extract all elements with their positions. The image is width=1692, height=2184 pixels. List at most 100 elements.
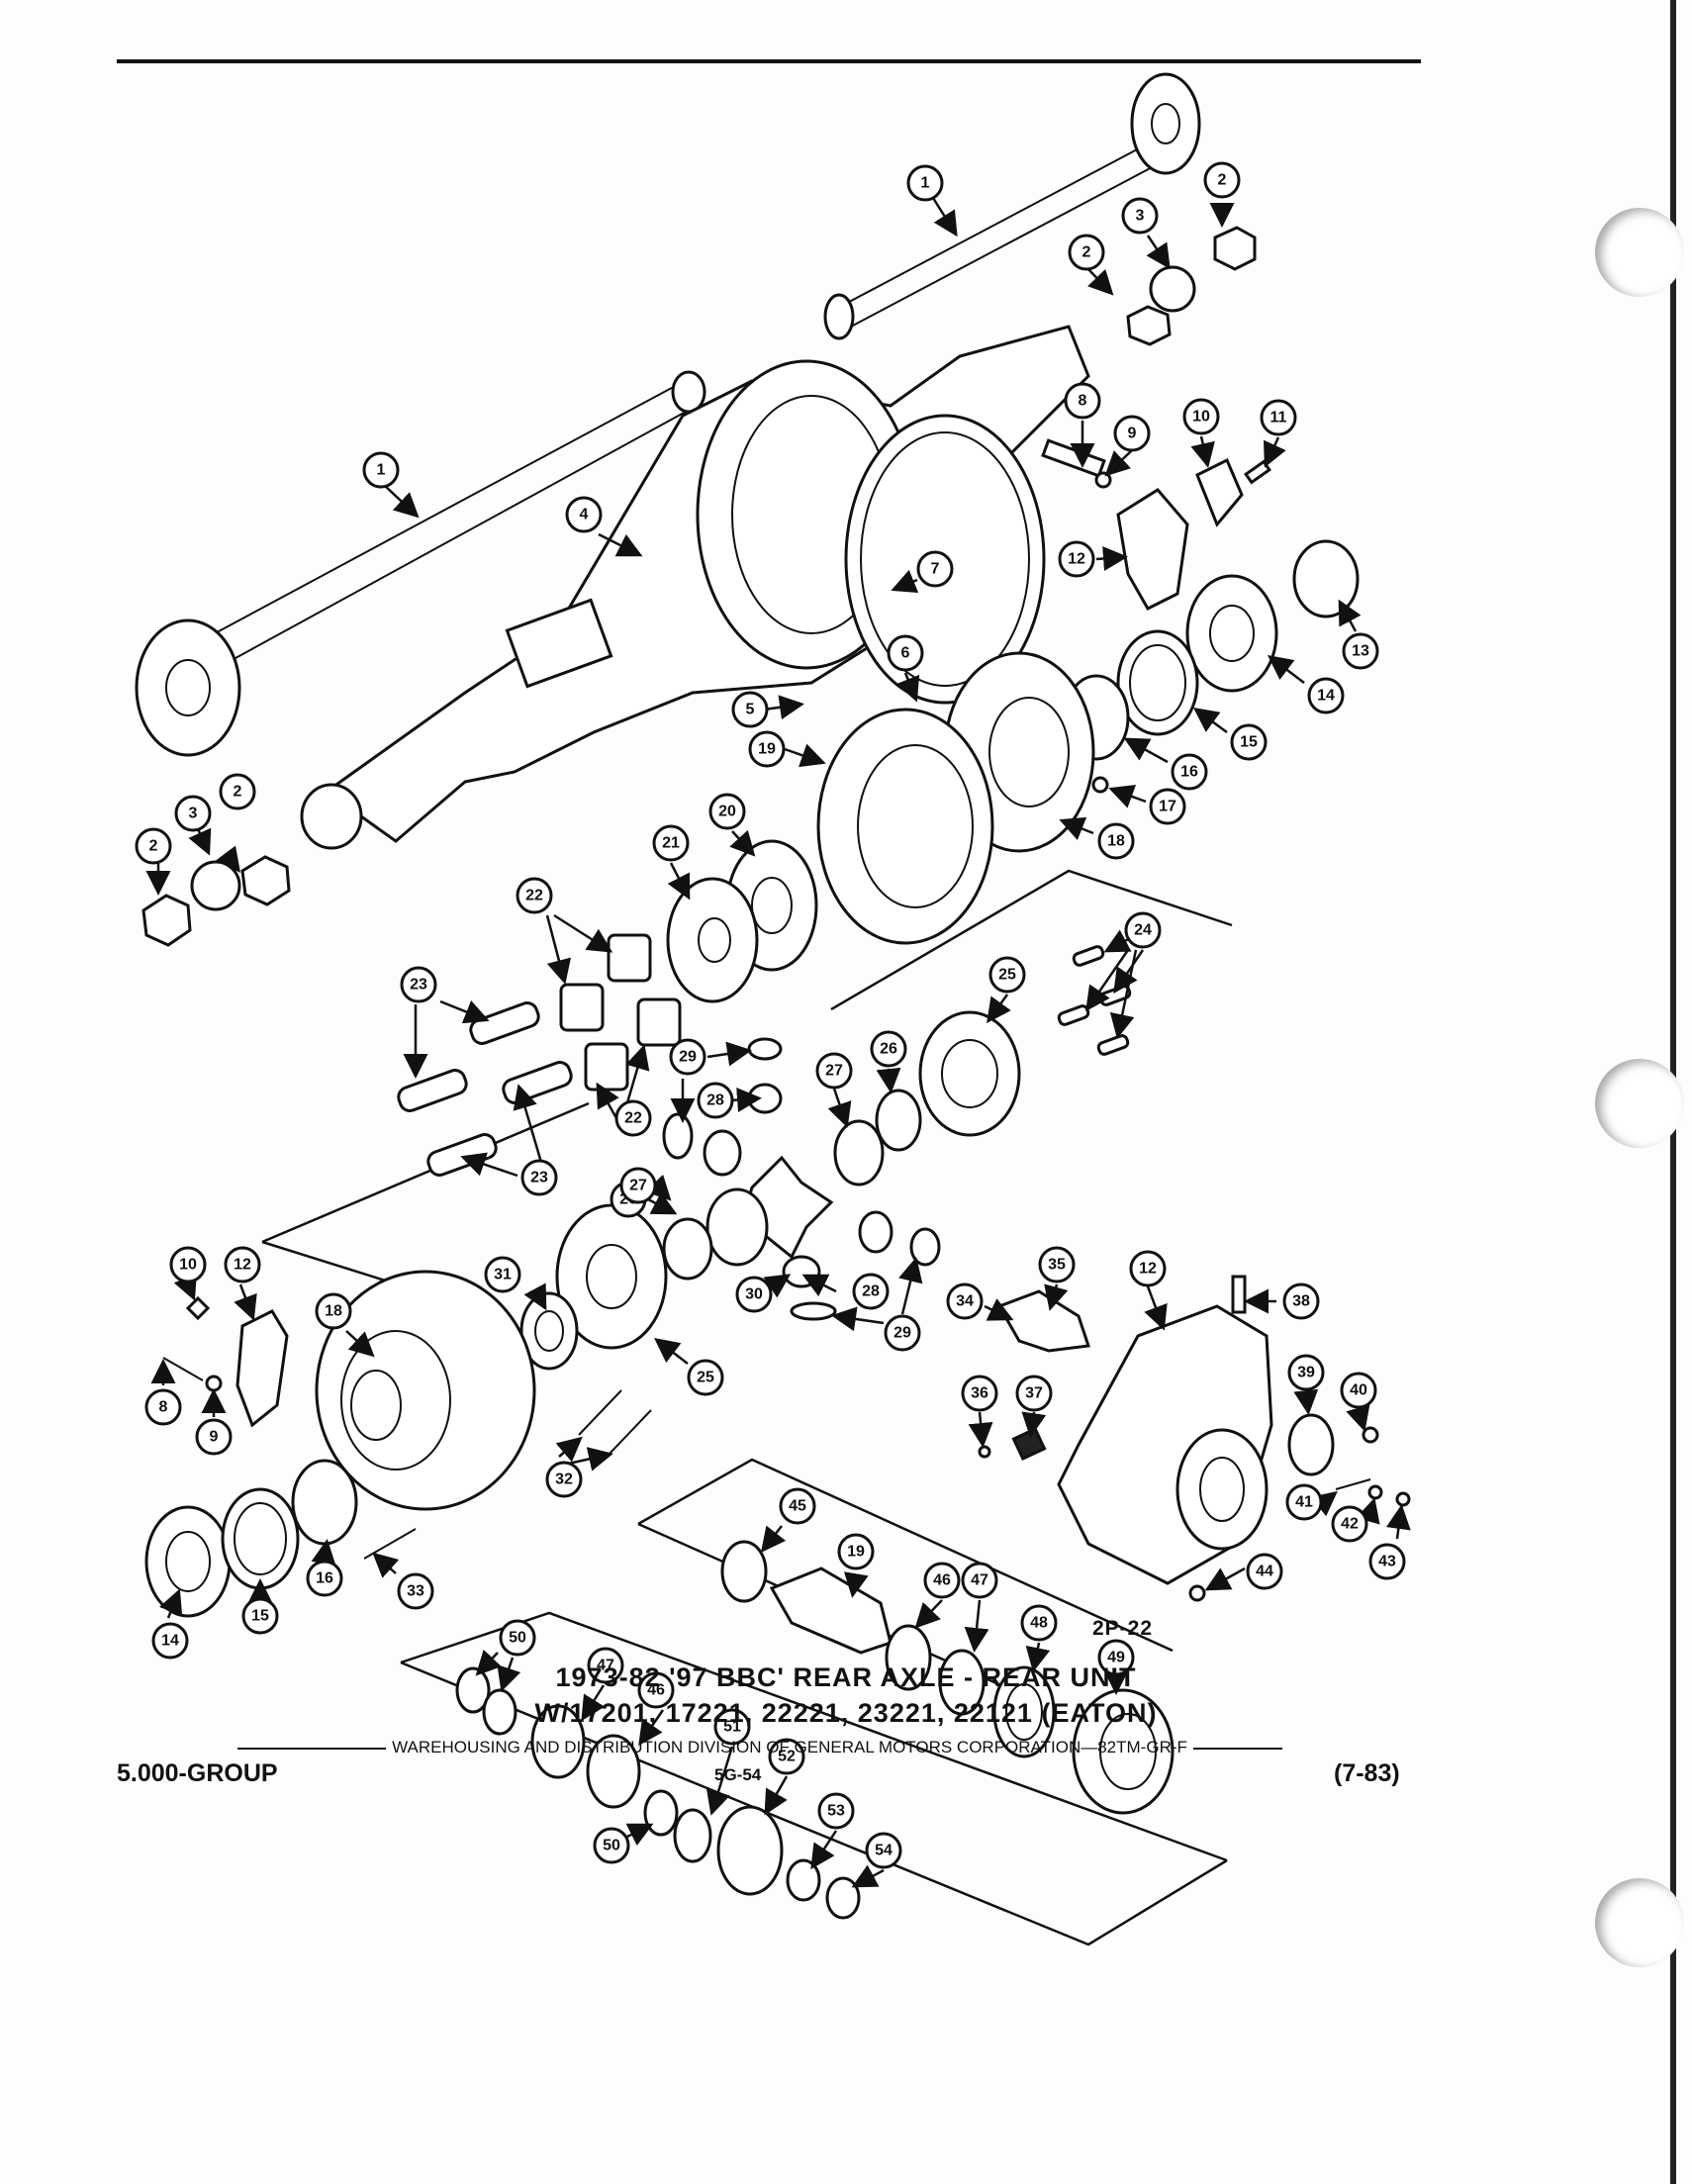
circled-number-icon [768,1738,805,1775]
callout-number: 46 [933,1572,951,1589]
circled-number-icon [697,1082,734,1119]
callout-47: 47 [587,1647,624,1684]
callout-number: 4 [580,507,589,523]
callout-12: 12 [1058,540,1095,578]
circled-number-icon [224,1246,261,1283]
callout-25: 25 [988,956,1026,994]
callout-42: 42 [1331,1505,1368,1543]
circled-number-icon [241,1597,279,1635]
callout-number: 2 [1218,172,1227,189]
callout-number: 27 [629,1178,647,1194]
circled-number-icon [362,451,400,489]
callout-28: 28 [852,1273,890,1310]
callout-number: 54 [875,1843,893,1859]
circled-number-icon [565,496,603,533]
circled-number-icon [1230,723,1268,761]
callout-3: 3 [1121,197,1159,235]
circled-number-icon [315,1292,352,1330]
callout-20: 20 [708,793,746,830]
circled-number-icon [400,966,437,1003]
callout-9: 9 [195,1418,233,1456]
callout-number: 50 [603,1838,620,1854]
callout-number: 43 [1378,1554,1396,1570]
circled-number-icon [1064,382,1101,420]
callout-15: 15 [1230,723,1268,761]
callout-2: 2 [135,827,172,865]
circled-number-icon [1182,398,1220,435]
callout-39: 39 [1287,1354,1325,1391]
circled-number-icon [1331,1505,1368,1543]
callout-37: 37 [1015,1375,1053,1412]
callout-number: 3 [189,806,198,822]
callout-number: 14 [1317,688,1335,705]
callout-number: 33 [407,1583,424,1600]
circled-number-icon [144,1388,182,1426]
circled-number-icon [1171,753,1208,791]
circled-number-icon [708,793,746,830]
callout-number: 37 [1025,1385,1043,1402]
callout-number: 15 [251,1608,269,1625]
callout-number: 7 [931,561,940,578]
callout-2: 2 [1203,161,1241,199]
callout-number: 5 [746,702,755,718]
callout-50: 50 [593,1827,630,1864]
carrier-housing [978,1275,1411,1602]
callout-number: 32 [555,1472,573,1488]
circled-number-icon [870,1030,907,1068]
callout-number: 3 [1136,208,1145,225]
circled-number-icon [151,1622,189,1660]
callout-number: 25 [998,967,1016,984]
circled-number-icon [516,877,553,914]
circled-number-icon [219,773,256,810]
callout-number: 23 [410,977,427,994]
differential-gears [662,1037,941,1321]
binder-hole-icon [1595,208,1684,297]
circled-number-icon [916,550,954,588]
callout-number: 8 [159,1399,168,1416]
callout-number: 28 [862,1283,880,1300]
circled-number-icon [865,1832,902,1869]
callout-17: 17 [1149,788,1186,825]
callout-15: 15 [241,1597,279,1635]
circled-number-icon [195,1418,233,1456]
callout-1: 1 [906,164,944,202]
circled-number-icon [1285,1483,1323,1521]
callout-45: 45 [779,1487,816,1525]
callout-number: 25 [697,1370,714,1386]
publisher-line: WAREHOUSING AND DISTRIBUTION DIVISION OF… [127,1738,1393,1757]
callout-number: 44 [1256,1564,1273,1580]
callout-number: 47 [971,1572,988,1589]
circled-number-icon [1307,677,1345,714]
callout-1: 1 [362,451,400,489]
callout-number: 29 [893,1325,911,1342]
circled-number-icon [906,164,944,202]
callout-number: 2 [234,784,242,801]
callout-number: 38 [1292,1293,1310,1310]
axle-shaft-lower [135,370,706,757]
circled-number-icon [1124,911,1162,949]
callout-23: 23 [520,1159,558,1196]
circled-number-icon [169,1246,207,1283]
circled-number-icon [946,1282,984,1320]
callout-50: 50 [499,1619,536,1657]
callout-23: 23 [400,966,437,1003]
binder-hole-icon [1595,1878,1684,1967]
callout-number: 41 [1295,1494,1313,1511]
callout-number: 18 [1107,833,1125,850]
circled-number-icon [817,1792,855,1830]
callout-number: 40 [1350,1382,1367,1399]
circled-number-icon [687,1359,724,1396]
callout-34: 34 [946,1282,984,1320]
rule-right [1192,1747,1282,1750]
callout-number: 18 [325,1303,342,1320]
circled-number-icon [1038,1246,1076,1283]
callout-48: 48 [1020,1604,1058,1642]
callout-number: 53 [827,1803,845,1820]
circled-number-icon [731,691,769,728]
callout-number: 27 [825,1063,843,1080]
callout-number: 52 [778,1749,796,1765]
callout-46: 46 [637,1671,675,1709]
circled-number-icon [135,827,172,865]
